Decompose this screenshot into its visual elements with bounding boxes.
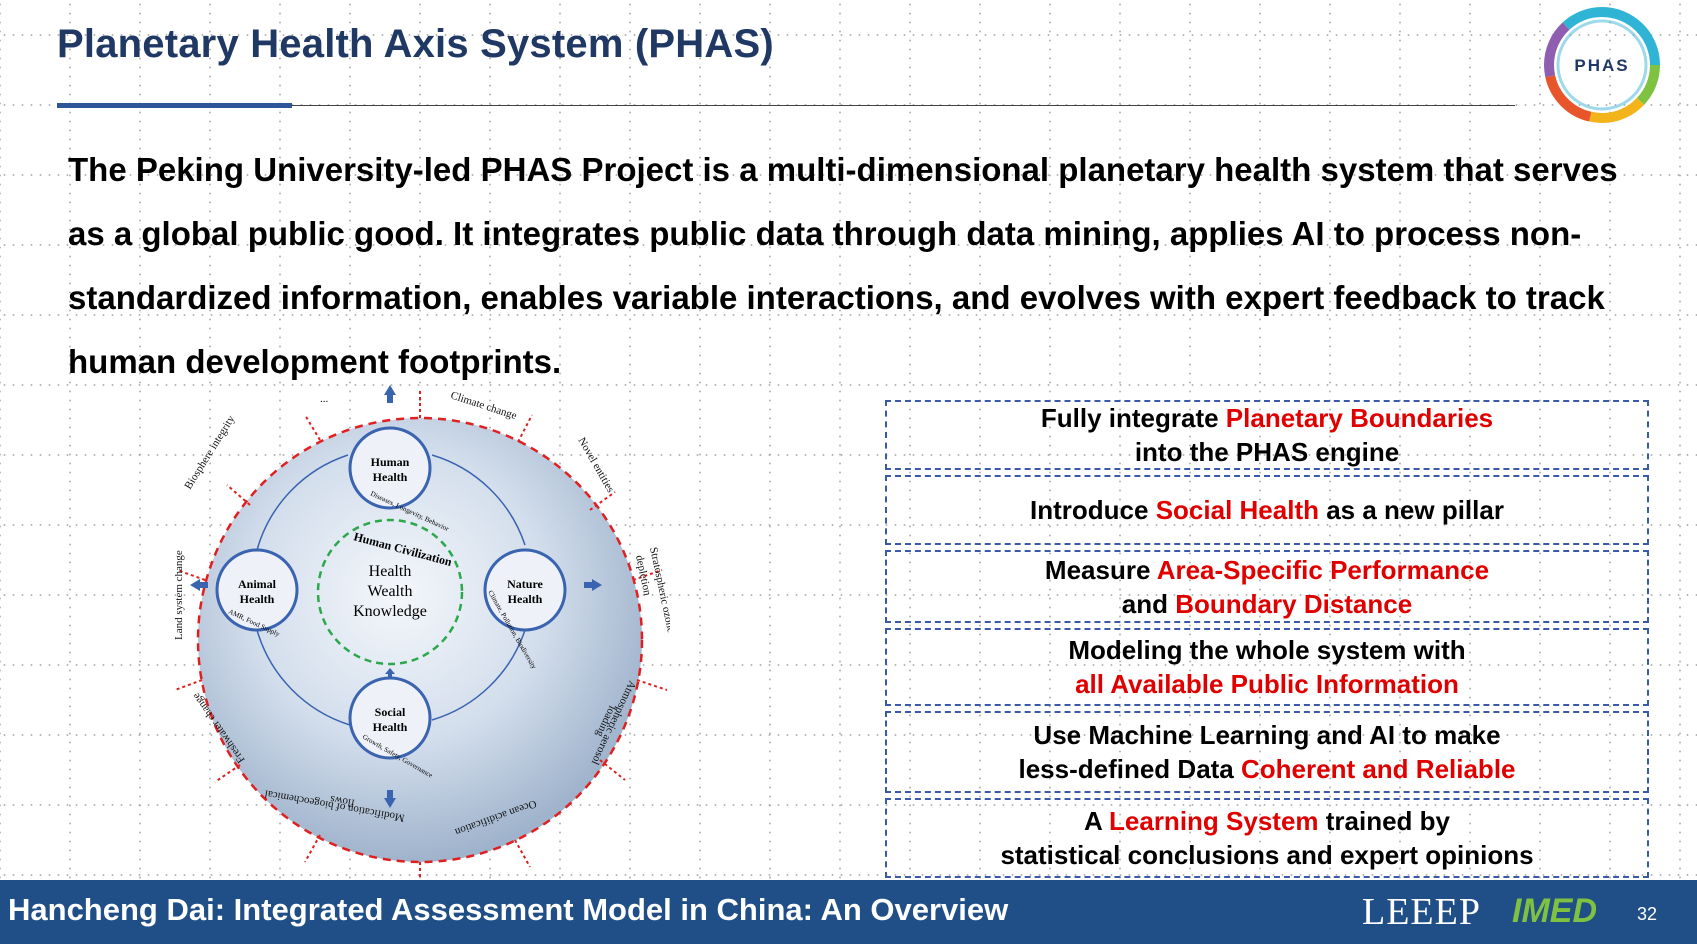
axis-arrows bbox=[190, 385, 602, 808]
svg-text:Land system change: Land system change bbox=[173, 550, 185, 640]
nature-health-node bbox=[483, 548, 567, 632]
imed-logo: IMED bbox=[1512, 892, 1597, 930]
logo-text: PHAS bbox=[1574, 56, 1629, 75]
svg-text:Wealth: Wealth bbox=[368, 583, 413, 600]
footer-bar bbox=[0, 880, 1697, 944]
animal-health-node bbox=[215, 548, 299, 632]
footer-title: Hancheng Dai: Integrated Assessment Mode… bbox=[8, 892, 1009, 927]
feature-box-3: Measure Area-Specific Performance and Bo… bbox=[885, 550, 1649, 623]
leeep-logo: LEEEP bbox=[1362, 891, 1481, 933]
page-number: 32 bbox=[1637, 904, 1658, 924]
svg-text:Health: Health bbox=[240, 592, 275, 606]
social-health-node bbox=[348, 676, 432, 760]
boundary-ticks bbox=[174, 388, 668, 880]
svg-text:Health: Health bbox=[369, 563, 412, 580]
svg-text:Social: Social bbox=[375, 705, 406, 719]
svg-text:Climate change: Climate change bbox=[449, 389, 518, 422]
title-rule bbox=[57, 105, 1515, 106]
connector-arcs bbox=[256, 454, 526, 726]
svg-text:Knowledge: Knowledge bbox=[353, 603, 427, 620]
svg-text:...: ... bbox=[320, 393, 329, 405]
globe bbox=[198, 418, 642, 862]
feature-boxes: Fully integrate Planetary Boundaries int… bbox=[885, 400, 1649, 878]
phas-diagram: ... Climate change Novel entities Strato… bbox=[173, 385, 670, 880]
svg-text:Novel entities: Novel entities bbox=[575, 436, 616, 495]
feature-box-5: Use Machine Learning and AI to make less… bbox=[885, 711, 1649, 793]
feature-box-6: A Learning System trained by statistical… bbox=[885, 798, 1649, 878]
feature-box-2: Introduce Social Health as a new pillar bbox=[885, 475, 1649, 545]
phas-logo: PHAS bbox=[1544, 7, 1660, 123]
human-health-node bbox=[348, 426, 432, 510]
human-civilization-ring bbox=[316, 518, 464, 666]
svg-text:Nature: Nature bbox=[507, 577, 543, 591]
slide-title: Planetary Health Axis System (PHAS) bbox=[57, 22, 774, 66]
svg-text:Health: Health bbox=[508, 592, 543, 606]
intro-paragraph: The Peking University-led PHAS Project i… bbox=[68, 151, 1618, 380]
svg-text:Health: Health bbox=[373, 720, 408, 734]
svg-text:Human: Human bbox=[371, 455, 410, 469]
title-rule-accent bbox=[57, 103, 292, 108]
svg-text:Biosphere integrity: Biosphere integrity bbox=[182, 413, 237, 492]
svg-text:flows: flows bbox=[329, 793, 355, 809]
feature-box-1: Fully integrate Planetary Boundaries int… bbox=[885, 400, 1649, 470]
svg-text:Health: Health bbox=[373, 470, 408, 484]
svg-text:Animal: Animal bbox=[238, 577, 277, 591]
feature-box-4: Modeling the whole system with all Avail… bbox=[885, 628, 1649, 706]
planetary-boundary-ring bbox=[196, 416, 644, 864]
